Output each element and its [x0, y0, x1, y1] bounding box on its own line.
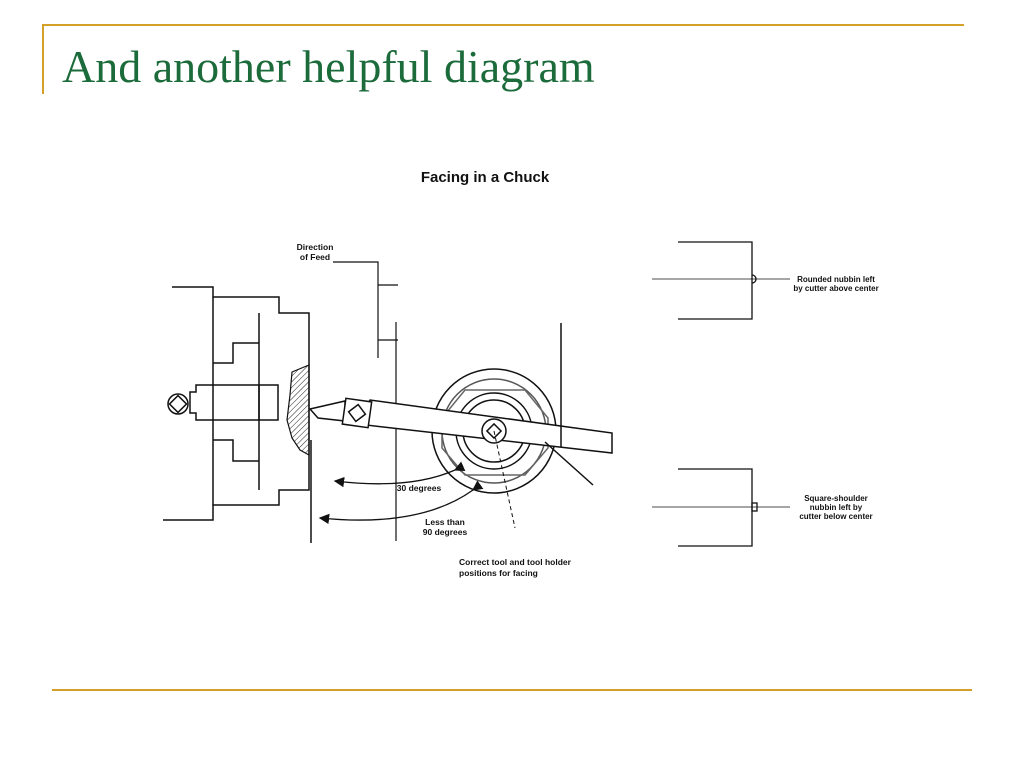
- rounded-nubbin-label-line2: by cutter above center: [793, 284, 878, 293]
- angle-30-arrow: [333, 461, 466, 488]
- square-nubbin-label-line1: Square-shoulder: [804, 494, 868, 503]
- direction-of-feed-label-line2: of Feed: [300, 252, 330, 262]
- angle-90-label-line1: Less than: [425, 517, 465, 527]
- chuck-key-icon: [167, 393, 189, 415]
- angle-90-arrow: [318, 480, 484, 525]
- angle-reference-line: [493, 430, 516, 529]
- title-accent-vertical: [42, 24, 44, 94]
- angle-30-label: 30 degrees: [397, 483, 442, 493]
- cutting-tool-bit: [308, 397, 373, 429]
- square-nubbin-label-line2: nubbin left by: [810, 503, 863, 512]
- square-nubbin-label-line3: cutter below center: [799, 512, 872, 521]
- chuck-shaft: [189, 384, 279, 421]
- square-nubbin-detail: [652, 468, 790, 547]
- angle-90-label-line2: 90 degrees: [423, 527, 468, 537]
- footer-accent-rule: [52, 689, 972, 691]
- rounded-nubbin-label-line1: Rounded nubbin left: [797, 275, 875, 284]
- diagram-title: Facing in a Chuck: [421, 169, 550, 186]
- chuck-body: [163, 286, 310, 521]
- diagram-caption-line1: Correct tool and tool holder: [459, 557, 572, 567]
- rounded-nubbin-detail: [652, 241, 790, 320]
- workpiece-cut-face: [286, 364, 310, 457]
- title-accent-rule: [42, 24, 964, 26]
- direction-of-feed-label-line1: Direction: [297, 242, 334, 252]
- tool-angle-line: [544, 441, 594, 486]
- slide-title: And another helpful diagram: [62, 41, 595, 92]
- diagram-caption-line2: positions for facing: [459, 568, 538, 578]
